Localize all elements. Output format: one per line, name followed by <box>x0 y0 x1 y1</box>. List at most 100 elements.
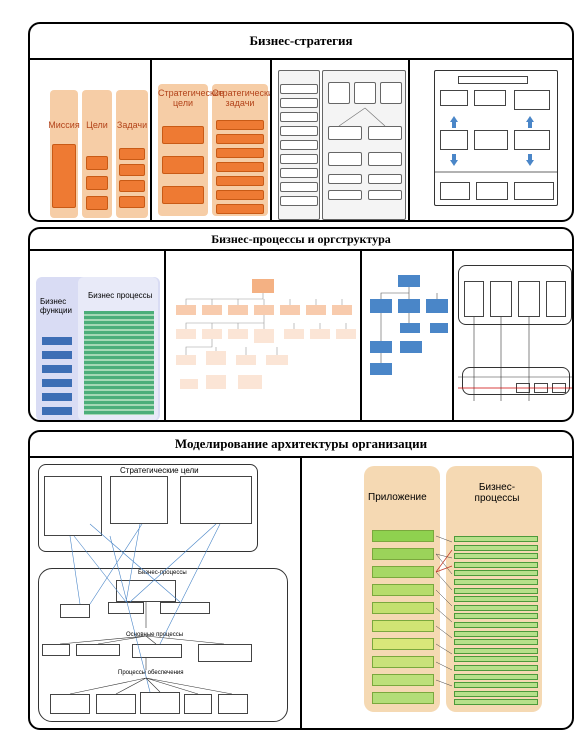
application-row <box>372 584 434 596</box>
strategic-task-box <box>216 120 264 130</box>
bp-label: Бизнес-процессы <box>474 482 520 504</box>
architecture-title: Моделирование архитектуры организации <box>30 432 572 458</box>
blue-node <box>400 323 420 333</box>
task-box <box>119 196 145 208</box>
strategic-tasks-label: Стратегические задачи <box>212 88 272 108</box>
org-chart-panel <box>166 251 362 420</box>
org-node <box>306 305 326 315</box>
bp-row <box>454 665 538 671</box>
tree-item <box>280 168 318 178</box>
org-node <box>310 329 330 339</box>
flow-node <box>514 182 554 200</box>
flow-node <box>474 130 508 150</box>
strategy-section: Бизнес-стратегия Миссия Цели Задачи Стра… <box>28 22 574 222</box>
strategic-goals-title: Стратегические цели <box>120 466 199 475</box>
bp-row <box>454 587 538 594</box>
strategic-goals-label: Стратегические цели <box>158 88 224 108</box>
org-node <box>280 305 300 315</box>
task-box <box>119 164 145 176</box>
goal-links <box>59 523 233 695</box>
application-row <box>372 530 434 542</box>
application-row <box>372 620 434 632</box>
org-node <box>180 379 198 389</box>
flow-node <box>440 182 470 200</box>
tree-node <box>328 190 362 200</box>
bp-row <box>454 639 538 646</box>
function-box <box>42 393 72 401</box>
flow-node <box>476 182 508 200</box>
goals-processes-panel: Стратегические цели Бизнес-процессы Осно… <box>30 458 302 728</box>
strategy-title: Бизнес-стратегия <box>30 24 572 60</box>
function-box <box>42 379 72 387</box>
process-box <box>60 604 90 618</box>
bp-row <box>454 690 538 697</box>
org-node <box>236 355 256 365</box>
tree-item <box>280 196 318 206</box>
bp-row <box>454 630 538 637</box>
blue-node <box>398 299 420 313</box>
mission-label: Миссия <box>48 120 80 130</box>
strategic-task-box <box>216 148 264 158</box>
org-node <box>284 329 304 339</box>
architecture-section: Моделирование архитектуры организации Ст… <box>28 430 574 730</box>
bp-row <box>454 579 538 585</box>
flow-node <box>458 76 528 84</box>
function-box <box>42 365 72 373</box>
bp-row <box>454 682 538 689</box>
support-box <box>218 694 248 714</box>
tree-item <box>280 126 318 136</box>
blue-root <box>398 275 420 287</box>
tree-item <box>280 98 318 108</box>
strategic-goal-box <box>162 186 204 204</box>
bp-row <box>454 647 538 654</box>
function-box <box>42 351 72 359</box>
application-row <box>372 692 434 704</box>
application-row <box>372 656 434 668</box>
goal-box <box>86 196 108 210</box>
bp-row <box>454 604 538 611</box>
strategy-tree-panel <box>272 60 410 220</box>
tree-node <box>368 174 402 184</box>
org-node <box>176 329 196 339</box>
org-node <box>254 329 274 343</box>
app-bp-links <box>435 535 453 687</box>
process-box <box>198 644 252 662</box>
processes-label: Бизнес процессы <box>88 291 153 300</box>
flow-arrows <box>434 116 558 173</box>
main-processes-label: Основные процессы <box>126 632 184 638</box>
goals-label: Цели <box>86 120 108 130</box>
support-box <box>50 694 90 714</box>
flow-node <box>440 90 468 106</box>
functions-panel: Бизнес функции Бизнес процессы <box>30 251 166 420</box>
bp-row <box>454 622 538 628</box>
bp-row <box>454 699 538 706</box>
tree-item <box>280 154 318 164</box>
strategic-task-box <box>216 176 264 186</box>
bp-row <box>454 553 538 560</box>
tree-node <box>354 82 376 104</box>
tree-item <box>280 112 318 122</box>
matrix-lines <box>458 317 572 401</box>
org-node <box>228 329 248 339</box>
process-stripes <box>84 311 154 415</box>
tree-node <box>328 152 362 166</box>
strategic-goal-box <box>162 126 204 144</box>
processes-title: Бизнес-процессы и оргструктура <box>30 229 572 251</box>
process-box <box>132 644 182 658</box>
blue-node <box>426 299 448 313</box>
org-node <box>206 351 226 365</box>
process-box <box>108 602 144 614</box>
strategic-task-box <box>216 134 264 144</box>
strategy-flow-panel <box>410 60 572 220</box>
task-box <box>119 148 145 160</box>
goal-box <box>86 176 108 190</box>
goal-box <box>86 156 108 170</box>
tree-node <box>328 126 362 140</box>
flow-node <box>474 90 506 106</box>
org-node <box>176 355 196 365</box>
application-label: Приложение <box>368 492 427 503</box>
strategic-goal-box <box>162 156 204 174</box>
blue-node <box>430 323 448 333</box>
org-node <box>266 355 288 365</box>
support-box <box>96 694 136 714</box>
